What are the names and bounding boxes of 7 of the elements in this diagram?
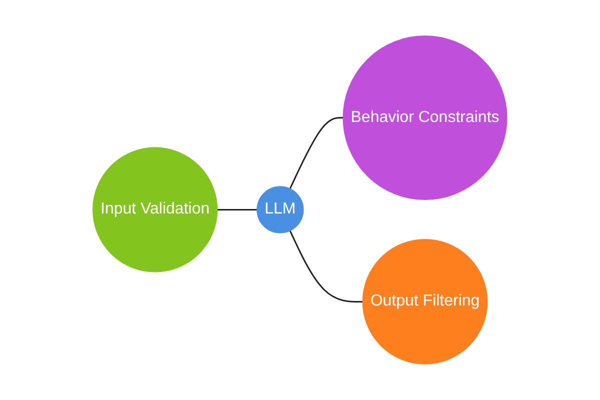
node-circle: Behavior Constraints bbox=[342, 36, 508, 200]
node-circle: Input Validation bbox=[92, 147, 218, 272]
connector bbox=[289, 230, 363, 302]
node-circle: Output Filtering bbox=[362, 239, 488, 364]
connector bbox=[289, 117, 344, 190]
connector bbox=[217, 209, 258, 211]
node-circle: LLM bbox=[256, 186, 304, 234]
